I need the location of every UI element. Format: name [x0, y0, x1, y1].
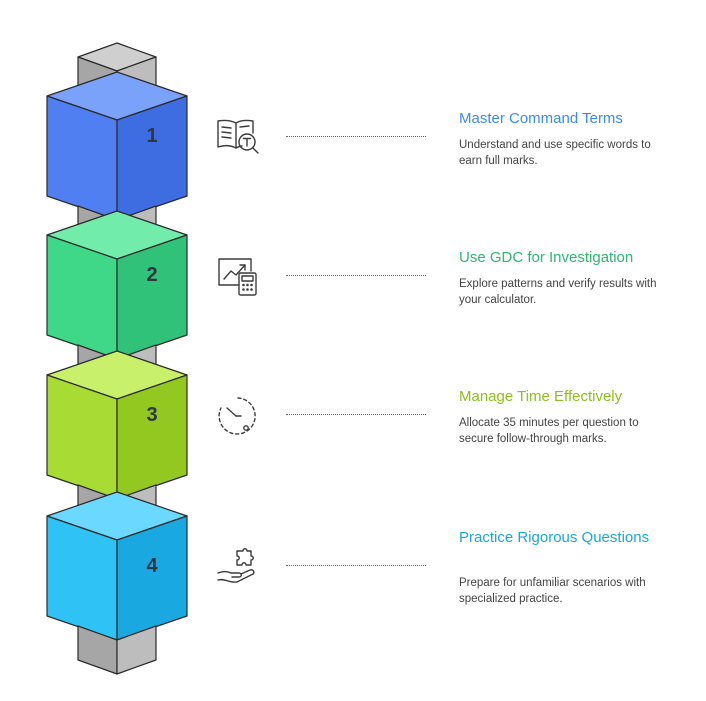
block-3-right-face [116, 374, 188, 500]
step-3-title: Manage Time Effectively [459, 388, 623, 405]
step-3-number: 3 [146, 404, 158, 426]
hand-puzzle-icon [217, 548, 255, 583]
step-4-description: Prepare for unfamiliar scenarios with sp… [459, 577, 646, 605]
block-2-right-face [116, 234, 188, 360]
block-4-right-face [116, 515, 188, 641]
step-2-connector [286, 275, 426, 276]
step-4-title: Practice Rigorous Questions [459, 529, 650, 546]
timer-icon [218, 397, 256, 435]
step-1-description: Understand and use specific words to ear… [459, 139, 651, 167]
step-2-number: 2 [146, 264, 158, 286]
chart-calculator-icon [218, 258, 257, 296]
step-3-description: Allocate 35 minutes per question to secu… [459, 417, 639, 445]
step-4-number: 4 [146, 555, 158, 577]
block-1-right-face [116, 95, 188, 221]
step-2-description: Explore patterns and verify results with… [459, 278, 657, 306]
step-1-title: Master Command Terms [459, 110, 623, 127]
step-3-connector [286, 414, 426, 415]
step-4-connector [286, 565, 426, 566]
pillar-side-5 [116, 625, 157, 675]
step-1-connector [286, 136, 426, 137]
step-1-number: 1 [146, 125, 158, 147]
step-2-title: Use GDC for Investigation [459, 249, 634, 266]
book-search-icon [217, 119, 259, 154]
